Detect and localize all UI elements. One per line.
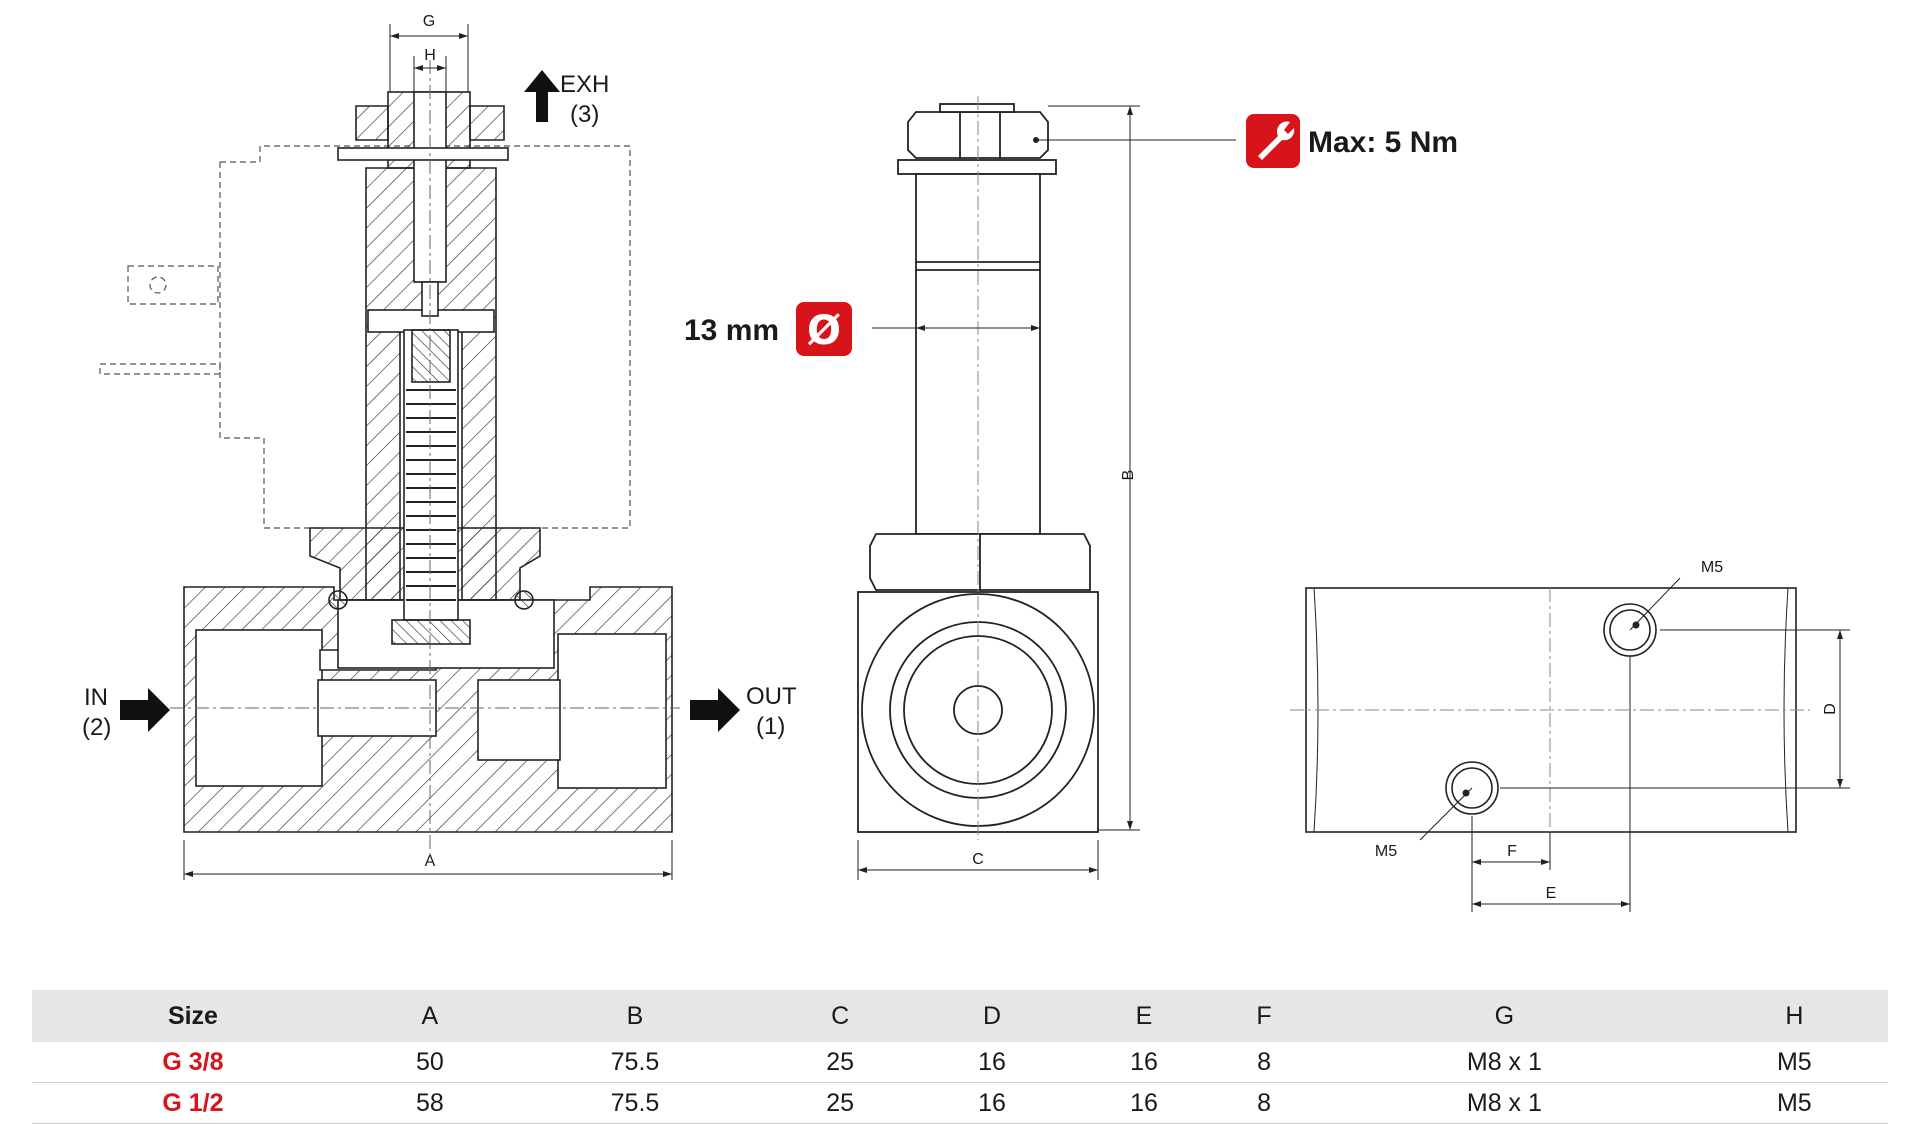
bottom-view-dims [1419,577,1850,912]
cell: 75.5 [505,1082,765,1124]
table-row: G 1/2 58 75.5 25 16 16 8 M8 x 1 M5 [32,1082,1888,1124]
cell: 50 [353,1042,506,1083]
coil-outline [99,145,631,529]
dim-A [183,840,673,880]
col-c: C [764,990,917,1042]
side-view [857,96,1099,840]
diameter-symbol: Ø [807,308,841,354]
technical-drawing: G H EXH (3) IN (2) OUT (1) A [82,13,1850,912]
dim-C [857,840,1099,880]
cell: 75.5 [505,1042,765,1083]
label-F: F [1507,843,1517,860]
dim-G [389,24,469,92]
exh-port: (3) [570,101,599,128]
top-nut [355,105,505,141]
torque-label: Max: 5 Nm [1308,126,1458,159]
cell-size: G 3/8 [32,1042,354,1083]
in-port: (2) [82,714,111,741]
cell: M5 [1700,1042,1888,1083]
table-row: G 3/8 50 75.5 25 16 16 8 M8 x 1 M5 [32,1042,1888,1083]
dim-B [1048,105,1140,831]
col-a: A [353,990,506,1042]
cell: M5 [1700,1082,1888,1124]
col-g: G [1308,990,1701,1042]
cell: 16 [1068,1082,1220,1124]
cell: 16 [916,1042,1069,1083]
out-port: (1) [756,713,785,740]
cell-size: G 1/2 [32,1082,354,1124]
diameter-value: 13 mm [684,314,779,347]
cell: 16 [1068,1042,1220,1083]
label-A: A [425,853,436,870]
col-e: E [1068,990,1220,1042]
label-G: G [423,13,435,30]
diameter-icon: Ø [796,302,852,356]
label-m5-bottom: M5 [1375,843,1397,860]
exh-arrow-icon [524,70,560,122]
cell: M8 x 1 [1308,1042,1701,1083]
in-arrow-icon [120,688,170,732]
label-D: D [1822,703,1839,715]
exh-label: EXH [560,71,609,98]
spring [406,389,456,601]
cell: 16 [916,1082,1069,1124]
label-B: B [1120,470,1137,481]
dimension-table: Size A B C D E F G H G 3/8 50 75.5 25 16… [32,990,1888,1124]
label-H: H [424,47,436,64]
col-f: F [1220,990,1309,1042]
col-size: Size [32,990,354,1042]
out-arrow-icon [690,688,740,732]
col-b: B [505,990,765,1042]
col-d: D [916,990,1069,1042]
wrench-icon [1246,114,1300,168]
out-label: OUT [746,683,797,710]
cell: 8 [1220,1082,1309,1124]
cell: 25 [764,1042,917,1083]
table-header-row: Size A B C D E F G H [32,990,1888,1042]
in-label: IN [84,684,108,711]
dim-H [413,56,447,92]
outlet-port [557,633,667,789]
cell: 8 [1220,1042,1309,1083]
col-h: H [1700,990,1888,1042]
cell: M8 x 1 [1308,1082,1701,1124]
label-E: E [1546,885,1557,902]
cell: 58 [353,1082,506,1124]
cell: 25 [764,1082,917,1124]
section-view [99,60,680,860]
label-m5-top: M5 [1701,559,1723,576]
label-C: C [972,851,984,868]
bottom-view [1290,587,1810,833]
